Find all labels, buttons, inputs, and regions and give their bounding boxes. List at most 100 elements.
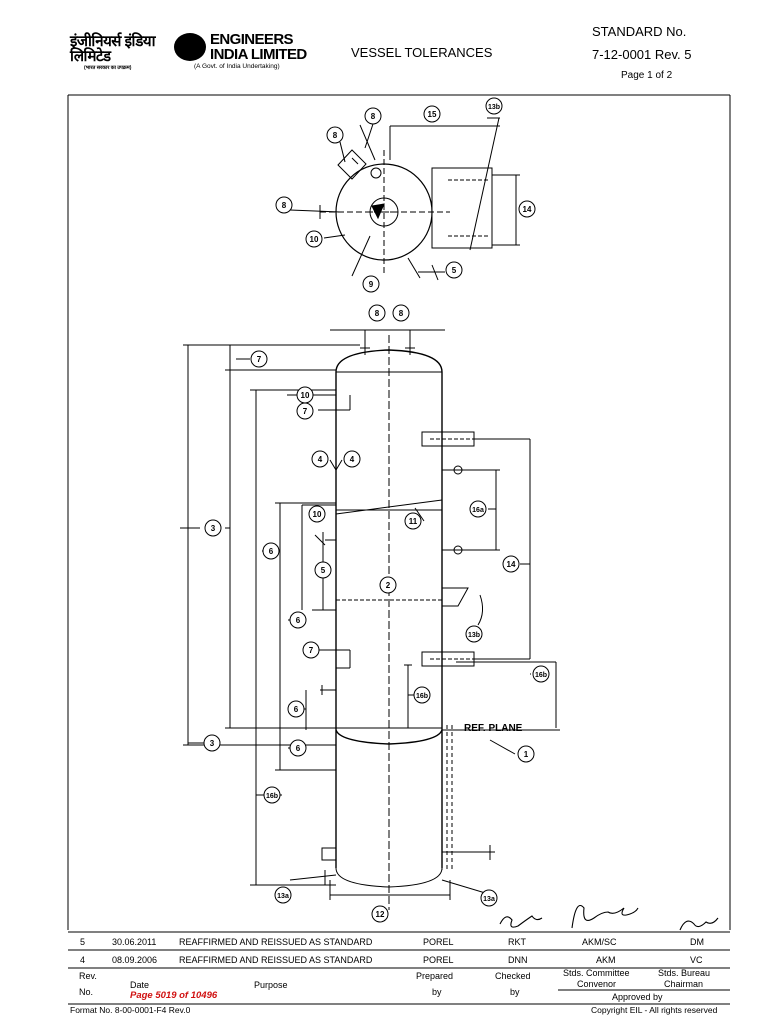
balloon-8-top-3: 8 [275,196,293,214]
svg-text:13b: 13b [488,104,500,111]
svg-text:6: 6 [294,705,299,714]
balloon-9: 9 [362,275,380,293]
svg-text:8: 8 [375,309,380,318]
svg-text:11: 11 [409,517,418,526]
balloon-3-lower: 3 [203,734,221,752]
rev-4-date: 08.09.2006 [112,955,158,965]
svg-text:10: 10 [301,391,310,400]
svg-text:13b: 13b [468,632,480,639]
svg-text:1: 1 [524,750,529,759]
svg-text:10: 10 [310,235,319,244]
logo-line-1: ENGINEERS [210,31,294,48]
balloon-8-top-1: 8 [364,107,382,125]
balloon-6-lower-1: 6 [287,700,305,718]
header-no: No. [79,987,94,997]
rev-5-chairman: DM [690,937,704,947]
balloon-15: 15 [423,105,441,123]
header-rev: Rev. [79,971,97,981]
svg-text:5: 5 [321,566,326,575]
svg-text:14: 14 [507,560,516,569]
balloon-5-elev: 5 [314,561,332,579]
header-prepared: Prepared [416,971,454,981]
rev-5-checked: RKT [508,937,526,947]
company-logo: इंजीनियर्स इंडिया लिमिटेड ENGINEERS INDI… [70,30,310,76]
balloon-16b-right: 16b [532,665,550,683]
svg-text:6: 6 [296,616,301,625]
balloon-16b-inner: 16b [413,686,431,704]
header-purpose: Purpose [254,980,288,990]
rev-4-checked: DNN [508,955,528,965]
svg-text:16b: 16b [266,793,278,800]
balloon-8-elev-1: 8 [368,304,386,322]
rev-5-convenor: AKM/SC [582,937,617,947]
svg-text:16a: 16a [472,507,484,514]
header-checked-by: by [510,987,520,997]
svg-text:12: 12 [376,910,385,919]
balloon-2: 2 [379,576,397,594]
logo-hindi-text: इंजीनियर्स इंडिया लिमिटेड [70,33,155,65]
svg-text:8: 8 [333,131,338,140]
svg-text:7: 7 [309,646,314,655]
balloon-7-elev: 7 [296,402,314,420]
balloon-1: 1 [517,745,535,763]
rev-4-convenor: AKM [596,955,616,965]
balloon-10-mid: 10 [308,505,326,523]
document-title: VESSEL TOLERANCES [351,45,493,60]
rev-5-number: 5 [80,937,86,947]
svg-text:13a: 13a [277,893,289,900]
balloon-14-top: 14 [518,200,536,218]
balloon-4-left: 4 [311,450,329,468]
logo-english-text: ENGINEERS INDIA LIMITED [210,32,307,62]
svg-text:8: 8 [282,201,287,210]
signatures [499,904,719,931]
svg-text:16b: 16b [535,672,547,679]
balloon-16a: 16a [469,500,487,518]
page-number: Page 1 of 2 [621,70,673,81]
balloon-13b-top: 13b [485,97,503,115]
page-stamp: Page 5019 of 10496 [130,990,218,1001]
copyright: Copyright EIL - All rights reserved [591,1005,718,1015]
svg-text:7: 7 [303,407,308,416]
balloon-13a-right: 13a [480,889,498,907]
rev-4-chairman: VC [690,955,703,965]
svg-text:6: 6 [296,744,301,753]
rev-5-prepared: POREL [423,937,454,947]
rev-4-prepared: POREL [423,955,454,965]
svg-text:4: 4 [318,455,323,464]
header-approved-by: Approved by [612,992,663,1002]
header-date: Date [130,980,150,990]
logo-subtitle-hindi: (भारत सरकार का उपक्रम) [84,65,132,71]
svg-text:8: 8 [371,112,376,121]
logo-subtitle: (A Govt. of India Undertaking) [194,63,280,70]
svg-text:9: 9 [369,280,374,289]
balloon-12: 12 [371,905,389,923]
svg-text:5: 5 [452,266,457,275]
header-chairman-1: Stds. Bureau [658,968,711,978]
rev-5-purpose: REAFFIRMED AND REISSUED AS STANDARD [179,937,373,947]
balloon-13a-left: 13a [274,886,292,904]
standard-number: 7-12-0001 Rev. 5 [592,47,692,62]
header-checked: Checked [495,971,531,981]
balloon-8-elev-2: 8 [392,304,410,322]
rev-4-purpose: REAFFIRMED AND REISSUED AS STANDARD [179,955,373,965]
balloon-16b-left: 16b [263,786,281,804]
balloon-6-lower-2: 6 [289,739,307,757]
header-chairman-2: Chairman [664,979,704,989]
svg-text:10: 10 [313,510,322,519]
svg-text:14: 14 [523,205,532,214]
rev-4-number: 4 [80,955,86,965]
header-prepared-by: by [432,987,442,997]
header-convenor-2: Convenor [577,979,617,989]
svg-text:13a: 13a [483,896,495,903]
balloon-4-right: 4 [343,450,361,468]
svg-text:2: 2 [386,581,391,590]
balloon-10-top: 10 [305,230,323,248]
balloon-5-top: 5 [445,261,463,279]
balloon-7-lower: 7 [302,641,320,659]
svg-text:4: 4 [350,455,355,464]
svg-text:3: 3 [211,524,216,533]
svg-text:7: 7 [257,355,262,364]
ref-plane-label: REF. PLANE [464,723,523,734]
balloon-8-top-2: 8 [326,126,344,144]
